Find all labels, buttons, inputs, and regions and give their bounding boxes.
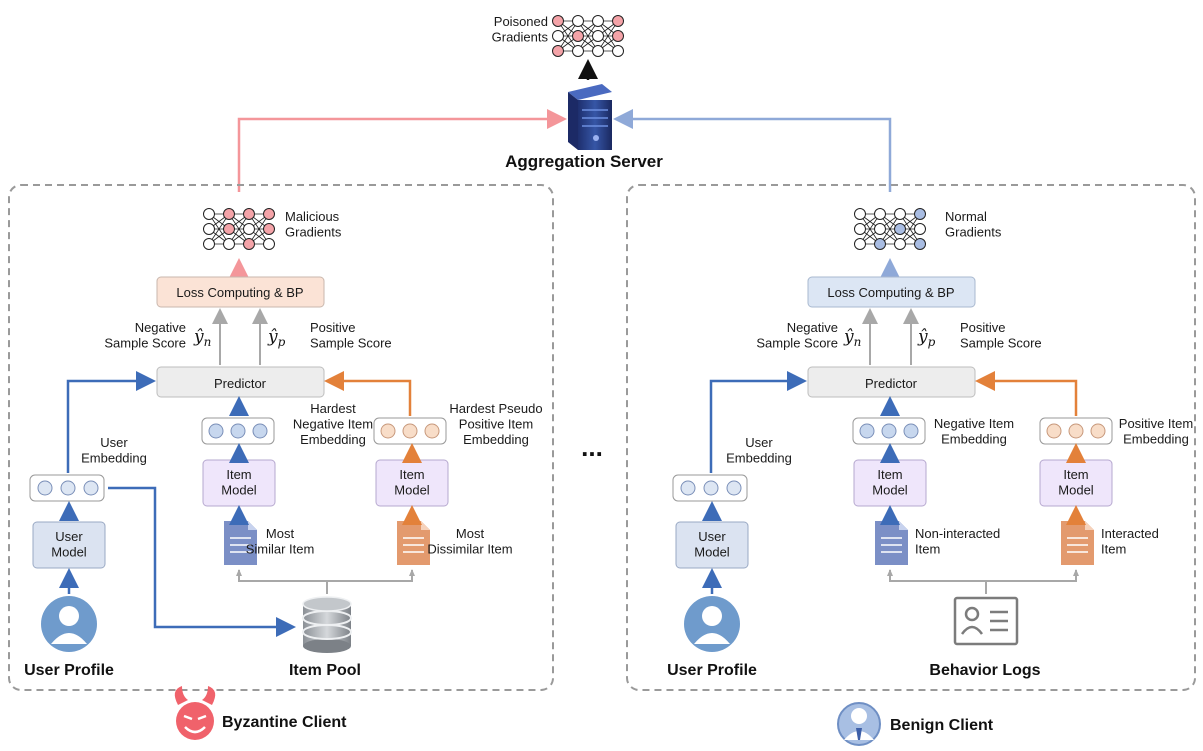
ben-logs-branch — [889, 570, 1077, 582]
benign-client-label: Benign Client — [890, 717, 994, 734]
byz-neg-embedding — [201, 417, 275, 445]
byzantine-client-label: Byzantine Client — [222, 714, 347, 731]
malicious-upload-arrow — [237, 109, 567, 192]
ben-non-interacted-document-icon — [875, 521, 908, 565]
ben-user-profile-avatar-icon — [684, 596, 740, 652]
server-icon — [568, 84, 612, 150]
behavior-logs-label: Behavior Logs — [929, 662, 1040, 679]
ben-y-n: ŷn — [843, 327, 861, 349]
byz-loss-box — [156, 276, 325, 308]
byz-pos-embedding — [373, 417, 447, 445]
byz-y-n: ŷn — [193, 327, 211, 349]
benign-user-icon — [837, 702, 881, 746]
ben-y-p: ŷp — [917, 327, 936, 349]
devil-icon — [174, 686, 216, 740]
byz-user-to-pool-arrow — [108, 486, 296, 637]
byzantine-client-box — [8, 184, 554, 691]
ben-pos-embedding — [1039, 417, 1113, 445]
ben-logs-arrowheads — [887, 569, 1079, 576]
ben-loss-box — [807, 276, 976, 308]
byz-loss-label: Loss Computing & BP — [176, 285, 303, 300]
byz-pool-branch — [238, 570, 413, 582]
aggregation-server-title: Aggregation Server — [505, 152, 663, 171]
byz-user-to-predictor-arrow — [66, 371, 156, 473]
ben-user-to-predictor-arrow — [709, 371, 807, 473]
ellipsis: ... — [581, 432, 603, 462]
item-pool-label: Item Pool — [289, 662, 361, 679]
normal-upload-arrow — [613, 109, 892, 192]
ben-loss-label: Loss Computing & BP — [827, 285, 954, 300]
normal-gradients-network-icon — [854, 208, 926, 250]
ben-interacted-document-icon — [1061, 521, 1094, 565]
ben-pos-emb-arrow — [975, 371, 1078, 416]
ben-user-profile-label: User Profile — [667, 662, 757, 679]
byz-y-p: ŷp — [267, 327, 286, 349]
byz-dissimilar-item-document-icon — [397, 521, 430, 565]
item-pool-database-icon — [302, 596, 352, 653]
behavior-logs-contact-card-icon — [953, 596, 1019, 646]
byz-user-profile-avatar-icon — [41, 596, 97, 652]
ben-user-embedding — [672, 474, 748, 502]
benign-client-box — [626, 184, 1196, 691]
byz-user-embedding — [29, 474, 105, 502]
poisoned-gradients-network-icon — [552, 15, 624, 57]
ben-predictor-label: Predictor — [865, 376, 918, 391]
byz-pool-arrowheads — [236, 569, 415, 576]
malicious-gradients-network-icon — [203, 208, 275, 250]
byz-pos-emb-arrow — [324, 371, 412, 416]
byz-similar-item-document-icon — [224, 521, 257, 565]
byz-predictor-label: Predictor — [214, 376, 267, 391]
ben-neg-embedding — [852, 417, 926, 445]
byz-user-profile-label: User Profile — [24, 662, 114, 679]
